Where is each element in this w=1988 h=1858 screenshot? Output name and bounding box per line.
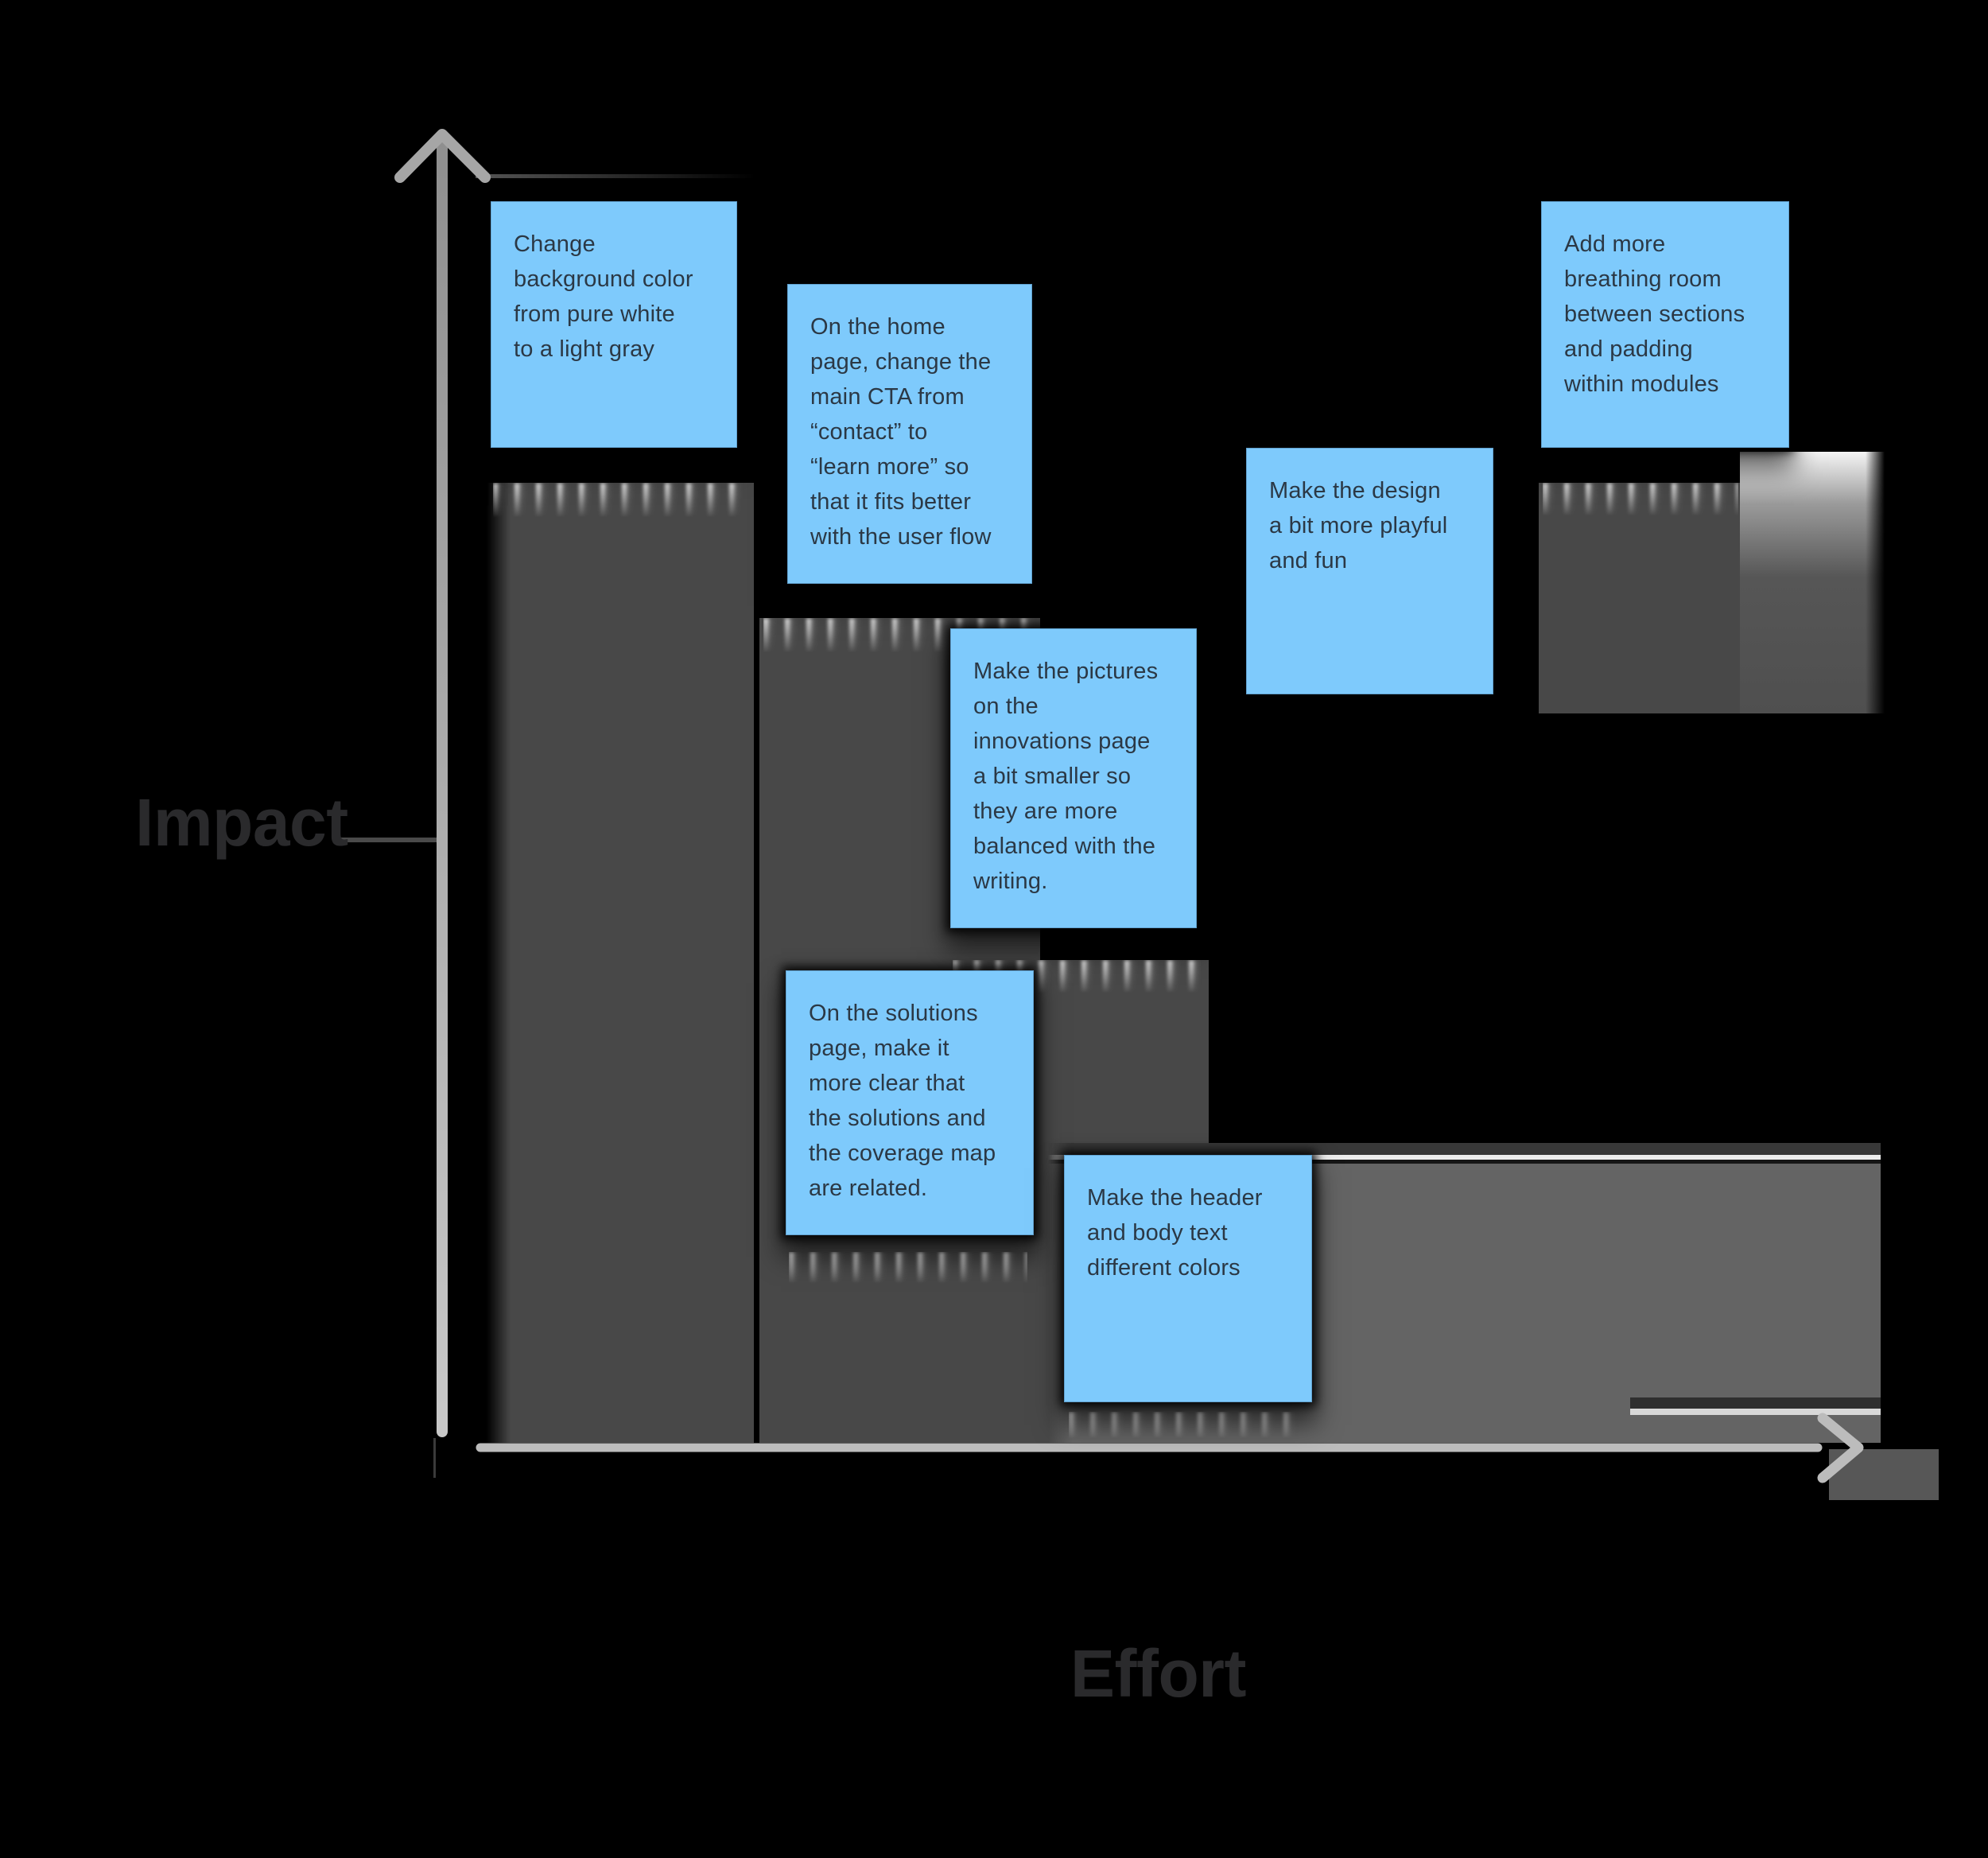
sticky-note-text: Add more breathing room between sections… — [1564, 231, 1745, 397]
x-axis-arrow[interactable] — [476, 1413, 1864, 1483]
shadow-line — [334, 838, 444, 842]
shadow-smear — [1829, 1449, 1939, 1500]
shadow-line — [476, 174, 755, 178]
sticky-note-3[interactable]: Add more breathing room between sections… — [1541, 201, 1789, 448]
sticky-note-6[interactable]: On the solutions page, make it more clea… — [786, 970, 1034, 1235]
shadow-line — [433, 1438, 436, 1478]
shadow-fringe — [1543, 483, 1738, 516]
x-axis-label[interactable]: Effort — [1070, 1636, 1246, 1711]
shadow-fringe — [1069, 1412, 1304, 1439]
sticky-note-4[interactable]: Make the design a bit more playful and f… — [1246, 448, 1493, 694]
sticky-note-text: On the solutions page, make it more clea… — [809, 1001, 996, 1201]
sticky-note-text: Change background color from pure white … — [514, 231, 693, 362]
shadow-fringe — [493, 483, 751, 518]
sticky-note-2[interactable]: On the home page, change the main CTA fr… — [787, 284, 1032, 584]
y-axis-arrow[interactable] — [394, 129, 491, 1437]
sticky-note-7[interactable]: Make the header and body text different … — [1064, 1155, 1312, 1402]
sticky-note-text: Make the design a bit more playful and f… — [1269, 478, 1448, 573]
shadow-fringe — [789, 1252, 1027, 1284]
sticky-note-text: Make the pictures on the innovations pag… — [973, 659, 1159, 894]
shadow-smear — [1740, 452, 1885, 713]
shadow-smear — [487, 483, 754, 1443]
sticky-note-1[interactable]: Change background color from pure white … — [491, 201, 737, 448]
sticky-note-text: Make the header and body text different … — [1087, 1185, 1263, 1281]
sticky-note-text: On the home page, change the main CTA fr… — [810, 314, 992, 550]
sticky-note-5[interactable]: Make the pictures on the innovations pag… — [950, 628, 1197, 928]
shadow-smear — [1539, 483, 1740, 713]
y-axis-label[interactable]: Impact — [135, 785, 348, 860]
